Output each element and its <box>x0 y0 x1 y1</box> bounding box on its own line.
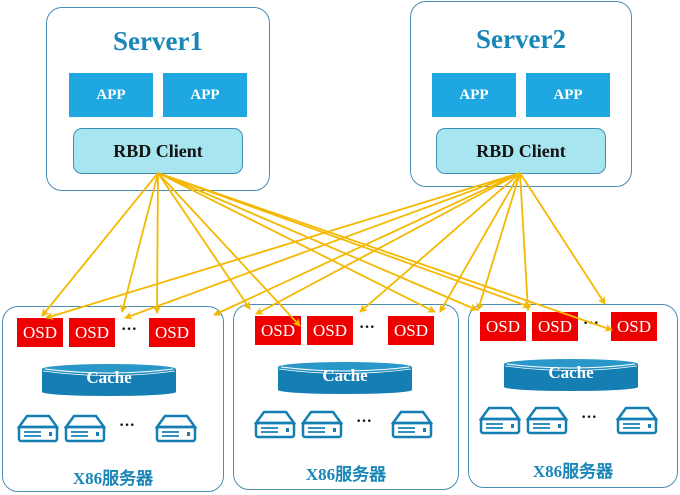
server1-arrow-4 <box>157 172 251 310</box>
osd-ellipsis: ··· <box>583 315 600 332</box>
osd-box: OSD <box>255 316 301 345</box>
server1-arrow-3 <box>153 172 162 314</box>
disk-drive-icon <box>301 410 343 439</box>
cache-icon <box>504 359 638 391</box>
disk-drive-icon <box>254 410 296 439</box>
server1-arrow-6 <box>157 172 436 313</box>
cache-cylinder: Cache <box>277 361 413 395</box>
disk-drive-icon <box>155 414 197 443</box>
server2-title: Server2 <box>476 24 566 54</box>
server2-arrow-2 <box>124 172 521 320</box>
x86-server-label: X86服务器 <box>532 462 614 481</box>
server2-box: Server2 APP APP RBD Client <box>410 1 632 187</box>
server2-app-2: APP <box>526 73 610 117</box>
cache-cylinder: Cache <box>503 358 639 392</box>
server2-arrow-4 <box>255 172 521 315</box>
server2-arrow-5 <box>359 172 521 313</box>
server2-rbd-client: RBD Client <box>436 128 606 174</box>
disk-ellipsis: ··· <box>356 413 373 430</box>
disk-ellipsis: ··· <box>119 417 136 434</box>
server1-arrow-7 <box>157 172 478 311</box>
disk-drive-icon <box>17 414 59 443</box>
cache-cylinder: Cache <box>41 363 177 397</box>
cache-label: Cache <box>548 363 594 382</box>
server2-arrow-8 <box>519 172 532 311</box>
x86-server-node-3: OSD OSD ··· OSD Cache ··· X86服务器 <box>468 304 678 488</box>
server1-title: Server1 <box>113 26 203 56</box>
server2-app-1: APP <box>432 73 516 117</box>
disk-drive-icon <box>479 406 521 435</box>
osd-ellipsis: ··· <box>121 321 138 338</box>
disk-drive-icon <box>64 414 106 443</box>
disk-drive-icon <box>391 410 433 439</box>
osd-box: OSD <box>17 318 63 347</box>
server1-arrow-2 <box>119 172 159 313</box>
server2-arrow-1 <box>45 172 521 320</box>
server2-arrow-3 <box>213 172 521 316</box>
cache-label: Cache <box>86 368 132 387</box>
x86-server-node-1: OSD OSD ··· OSD Cache ··· X86服务器 <box>2 306 224 492</box>
server2-arrow-6 <box>439 172 521 313</box>
osd-box: OSD <box>69 318 115 347</box>
server1-app-2: APP <box>163 73 247 117</box>
server1-arrow-8 <box>157 172 531 309</box>
osd-box: OSD <box>532 312 578 341</box>
osd-ellipsis: ··· <box>359 319 376 336</box>
server1-app-1: APP <box>69 73 153 117</box>
disk-drive-icon <box>526 406 568 435</box>
osd-box: OSD <box>388 316 434 345</box>
cache-label: Cache <box>322 366 368 385</box>
x86-server-label: X86服务器 <box>305 465 387 484</box>
server1-arrow-1 <box>41 172 159 317</box>
disk-drive-icon <box>616 406 658 435</box>
cache-icon <box>278 362 412 394</box>
x86-server-label: X86服务器 <box>72 469 154 488</box>
disk-ellipsis: ··· <box>581 409 598 426</box>
cache-icon <box>42 364 176 396</box>
osd-box: OSD <box>149 318 195 347</box>
osd-box: OSD <box>480 312 526 341</box>
server2-arrow-7 <box>476 172 521 311</box>
osd-box: OSD <box>611 312 657 341</box>
x86-server-node-2: OSD OSD ··· OSD Cache ··· X86服务器 <box>233 304 459 490</box>
server1-box: Server1 APP APP RBD Client <box>46 7 270 191</box>
server2-arrow-9 <box>519 172 606 305</box>
server1-rbd-client: RBD Client <box>73 128 243 174</box>
osd-box: OSD <box>307 316 353 345</box>
